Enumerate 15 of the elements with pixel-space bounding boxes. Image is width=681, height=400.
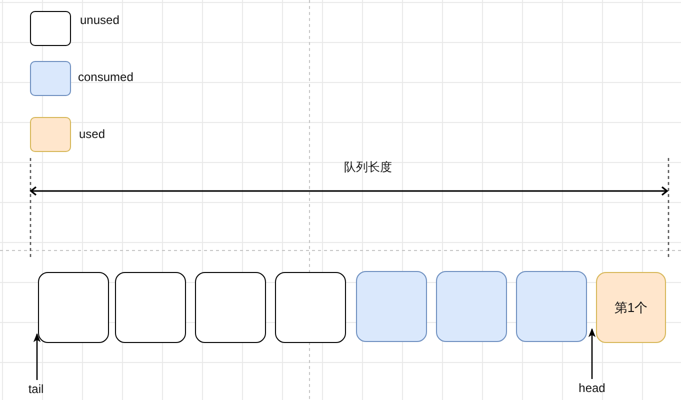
arrow — [588, 328, 596, 379]
pointer-label: head — [578, 381, 606, 395]
slot-box — [38, 272, 109, 343]
dimension-label: 队列长度 — [344, 160, 392, 174]
legend-label: consumed — [78, 70, 134, 84]
slot-box: 第1个 — [596, 272, 666, 343]
pointer-label: tail — [28, 382, 44, 396]
slot-box — [275, 272, 346, 343]
legend-label: unused — [80, 13, 120, 27]
slot-box — [356, 271, 427, 342]
slot-box — [115, 272, 186, 343]
slot-box — [516, 271, 587, 342]
slot-box — [195, 272, 266, 343]
legend-label: used — [79, 127, 106, 141]
slot-box — [436, 271, 507, 342]
